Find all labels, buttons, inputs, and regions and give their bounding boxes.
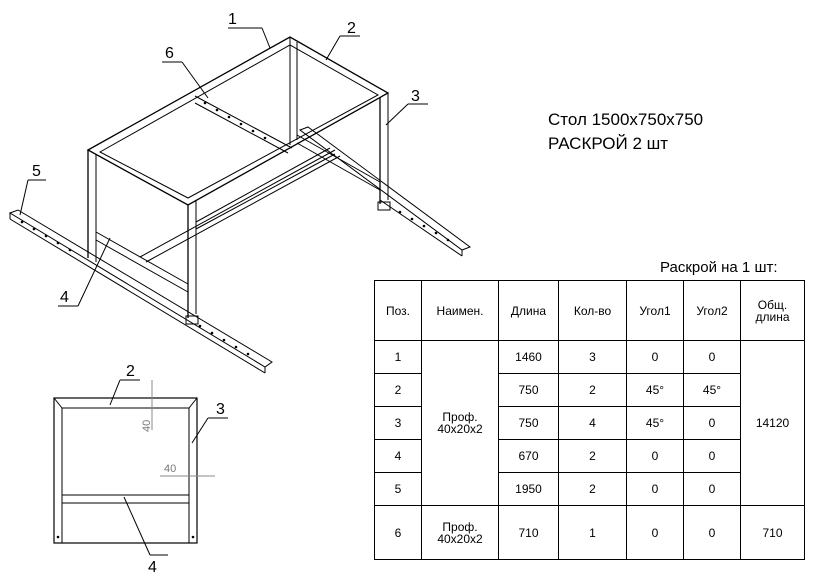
- cell-angle1: 0: [626, 340, 684, 374]
- cell-pos: 4: [374, 439, 422, 473]
- cell-angle1: 0: [626, 505, 684, 560]
- table-row: 6 Проф. 40х20х2 710 1 0 0 710: [374, 505, 805, 560]
- front-label-3: 3: [216, 401, 225, 418]
- header-total: Общ. длина: [740, 280, 805, 341]
- header-pos: Поз.: [374, 280, 422, 341]
- front-view-frame: [53, 379, 228, 556]
- front-label-2: 2: [126, 363, 135, 380]
- cell-angle2: 0: [683, 439, 741, 473]
- iso-label-1: 1: [228, 11, 237, 28]
- cell-pos: 1: [374, 340, 422, 374]
- cell-angle1: 45°: [626, 373, 684, 407]
- cell-name: Проф. 40х20х2: [421, 505, 499, 560]
- cell-angle2: 45°: [683, 373, 741, 407]
- cut-table-caption: Раскрой на 1 шт:: [660, 259, 778, 276]
- header-name: Наимен.: [421, 280, 499, 341]
- header-length: Длина: [498, 280, 559, 341]
- cell-angle2: 0: [683, 472, 741, 506]
- cell-pos: 3: [374, 406, 422, 440]
- cell-qty: 2: [558, 373, 627, 407]
- table-row: 3 750 4 45° 0: [374, 406, 805, 440]
- cell-pos: 6: [374, 505, 422, 560]
- iso-label-6: 6: [165, 45, 174, 62]
- front-label-4: 4: [148, 559, 157, 576]
- cut-table-header-row: Поз. Наимен. Длина Кол-во Угол1 Угол2 Об…: [374, 280, 805, 341]
- cell-total: 710: [740, 505, 805, 560]
- header-angle2: Угол2: [683, 280, 741, 341]
- cell-qty: 4: [558, 406, 627, 440]
- iso-label-2: 2: [347, 20, 356, 37]
- cell-length: 1950: [498, 472, 559, 506]
- cell-length: 670: [498, 439, 559, 473]
- cell-length: 710: [498, 505, 559, 560]
- cell-angle2: 0: [683, 406, 741, 440]
- cell-length: 750: [498, 406, 559, 440]
- iso-label-3: 3: [411, 88, 420, 105]
- header-angle1: Угол1: [626, 280, 684, 341]
- cell-length: 1460: [498, 340, 559, 374]
- cell-name-group: Проф. 40х20х2: [421, 340, 499, 506]
- isometric-table-frame: [8, 27, 472, 374]
- cell-angle1: 45°: [626, 406, 684, 440]
- cell-angle2: 0: [683, 340, 741, 374]
- cut-table: Поз. Наимен. Длина Кол-во Угол1 Угол2 Об…: [374, 280, 805, 560]
- table-row: 2 750 2 45° 45°: [374, 373, 805, 407]
- cell-length: 750: [498, 373, 559, 407]
- cell-pos: 2: [374, 373, 422, 407]
- front-dim-horizontal: 40: [164, 463, 176, 475]
- cell-angle1: 0: [626, 472, 684, 506]
- drawing-title-line-2: РАСКРОЙ 2 шт: [548, 134, 669, 153]
- cell-qty: 2: [558, 472, 627, 506]
- table-row: 1 Проф. 40х20х2 1460 3 0 0 14120: [374, 340, 805, 506]
- cell-angle2: 0: [683, 505, 741, 560]
- iso-label-5: 5: [32, 163, 41, 180]
- iso-label-4: 4: [60, 289, 69, 306]
- cell-total-group: 14120: [740, 340, 805, 506]
- front-dim-vertical: 40: [141, 420, 153, 432]
- cell-pos: 5: [374, 472, 422, 506]
- cell-angle1: 0: [626, 439, 684, 473]
- table-row: 4 670 2 0 0: [374, 439, 805, 473]
- table-row: 5 1950 2 0 0: [374, 472, 805, 506]
- cell-qty: 2: [558, 439, 627, 473]
- header-qty: Кол-во: [558, 280, 627, 341]
- cell-qty: 3: [558, 340, 627, 374]
- cell-qty: 1: [558, 505, 627, 560]
- drawing-title-line-1: Стол 1500х750х750: [548, 110, 704, 129]
